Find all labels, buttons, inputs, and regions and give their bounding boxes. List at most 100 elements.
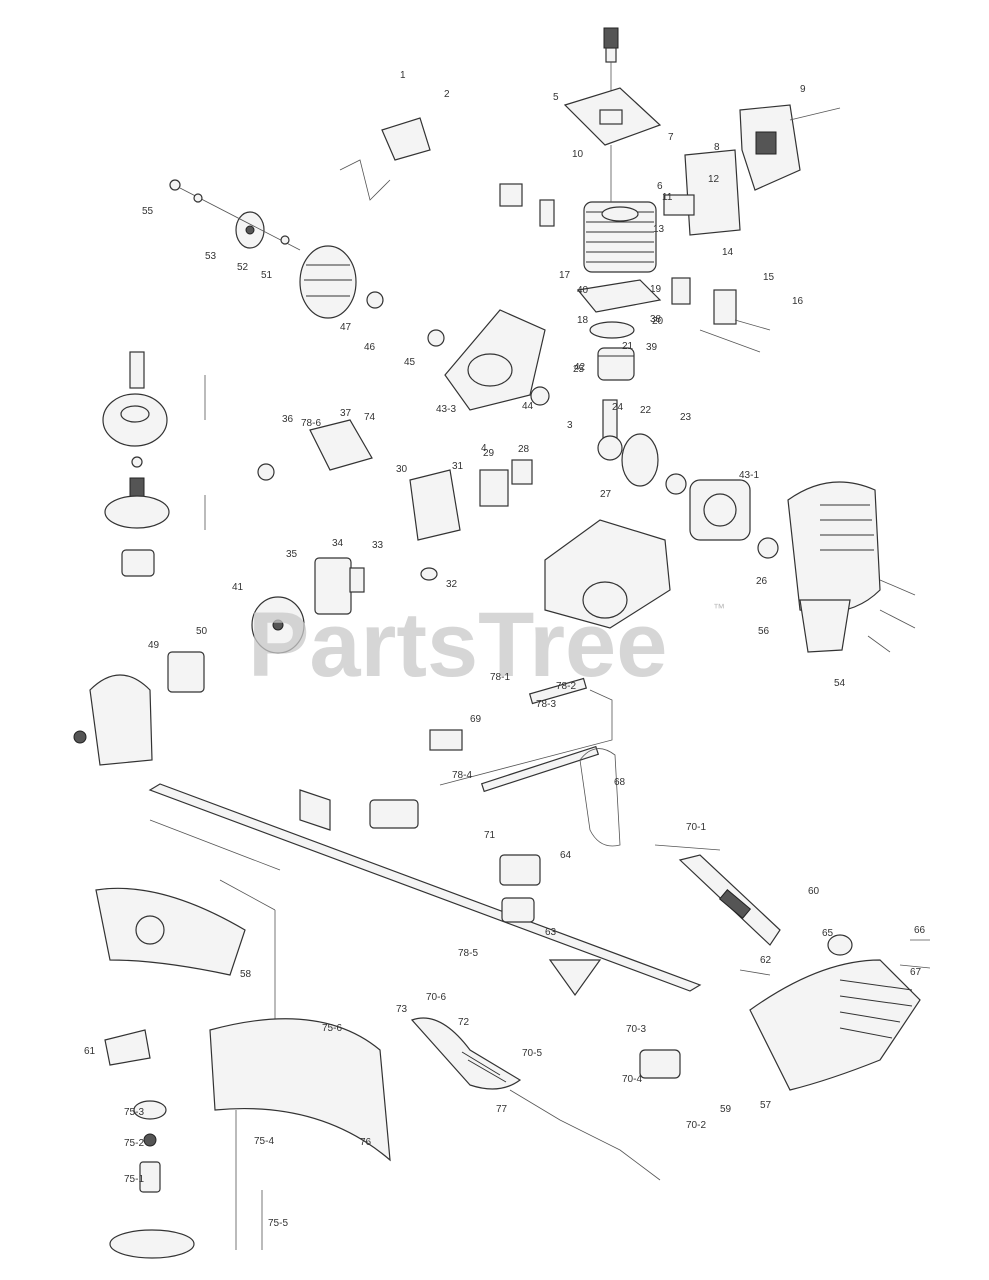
nut[interactable] [143,1133,157,1147]
part-label: 30 [396,464,408,475]
part-label: 71 [484,830,496,841]
part-label: 28 [518,444,530,455]
throttle-cable-tube[interactable] [429,729,463,751]
tube-coupler[interactable] [369,799,419,829]
part-label: 27 [600,489,612,500]
fuel-cap[interactable] [827,934,853,956]
part-label: 9 [800,84,806,95]
heat-shield[interactable] [671,277,691,305]
part-label: 37 [340,408,352,419]
sleeve[interactable] [639,1049,681,1079]
bearing[interactable] [530,386,550,406]
cylinder-cover-plate[interactable] [563,87,662,146]
part-label: 21 [622,341,634,352]
part-label: 70-1 [686,822,706,833]
clutch-plate[interactable] [104,495,170,529]
part-label: 75-2 [124,1138,144,1149]
spark-plug[interactable] [603,27,619,63]
part-label: 78-1 [490,672,510,683]
part-label: 73 [396,1004,408,1015]
muffler-bracket[interactable] [663,149,741,236]
engine-block[interactable] [544,519,671,629]
part-label: 67 [910,967,922,978]
seal[interactable] [427,329,445,347]
rear-grip[interactable] [548,959,602,997]
part-label: 18 [577,315,589,326]
piston[interactable] [597,347,635,381]
trademark-symbol: ™ [713,601,725,615]
part-label: 31 [452,461,464,472]
part-label: 29 [483,448,495,459]
part-label: 77 [496,1104,508,1115]
part-label: 62 [760,955,772,966]
recoil-pulley[interactable] [235,211,265,249]
part-label: 54 [834,678,846,689]
reed-spacer[interactable] [409,469,461,541]
part-label: 49 [148,640,160,651]
carburetor[interactable] [314,557,365,615]
part-label: 40 [577,285,589,296]
part-label: 70-3 [626,1024,646,1035]
intake-manifold[interactable] [479,469,509,507]
deflector-shield[interactable] [209,1018,391,1162]
air-filter-base[interactable] [251,596,305,654]
part-label: 7 [668,132,674,143]
cylinder-gasket[interactable] [576,279,662,313]
air-filter-element[interactable] [167,651,205,693]
carburetor-insulator[interactable] [309,419,373,471]
main-tube[interactable] [148,783,702,992]
air-filter-cover[interactable] [89,674,153,766]
part-label: 70-2 [686,1120,706,1131]
part-label: 41 [232,582,244,593]
adapter-plate[interactable] [133,1100,167,1120]
primer-bulb[interactable] [420,567,438,581]
watermark: PartsTree [248,594,667,696]
part-label: 19 [650,284,662,295]
part-label: 75-5 [268,1218,288,1229]
starter-handle-housing[interactable] [799,599,851,653]
part-label: 68 [614,777,626,788]
part-label: 14 [722,247,734,258]
muffler-gasket[interactable] [713,289,737,325]
part-label: 4 [481,443,487,454]
recoil-starter[interactable] [787,481,881,613]
piston-ring[interactable] [589,321,635,339]
crankcase-half[interactable] [444,309,546,411]
throttle-handle[interactable] [678,854,781,946]
part-label: 42 [574,362,586,373]
trimmer-head-line[interactable] [109,1229,195,1259]
blade-guard[interactable] [95,887,246,976]
part-label: 22 [640,405,652,416]
clip[interactable] [499,183,555,227]
blade[interactable] [104,1029,151,1066]
muffler[interactable] [739,104,801,191]
engine-cover[interactable] [749,959,921,1091]
part-label: 75-3 [124,1107,144,1118]
drive-cable[interactable] [528,677,588,705]
shoulder-strap[interactable] [579,748,621,847]
knob[interactable] [73,730,87,744]
fan-housing[interactable] [689,479,751,541]
part-label: 16 [792,296,804,307]
bearing[interactable] [665,473,687,495]
handle-clamp[interactable] [499,854,541,923]
part-label: 39 [646,342,658,353]
part-label: 76 [360,1137,372,1148]
ignition-coil[interactable] [381,117,431,161]
cylinder[interactable] [583,201,657,273]
handle-bracket[interactable] [299,789,331,831]
crankshaft[interactable] [597,399,659,487]
spacer[interactable] [139,1161,161,1193]
part-label: 75-4 [254,1136,274,1147]
part-label: 3 [567,420,573,431]
part-label: 43-1 [739,470,759,481]
flywheel-fan[interactable] [299,245,357,319]
clutch-drum[interactable] [102,393,168,447]
pin[interactable] [129,351,145,389]
drive-shaft[interactable] [480,745,600,793]
shaft-housing[interactable] [410,1017,522,1090]
part-label: 10 [572,149,584,160]
part-label: 70-6 [426,992,446,1003]
clutch-hub[interactable] [121,549,155,577]
